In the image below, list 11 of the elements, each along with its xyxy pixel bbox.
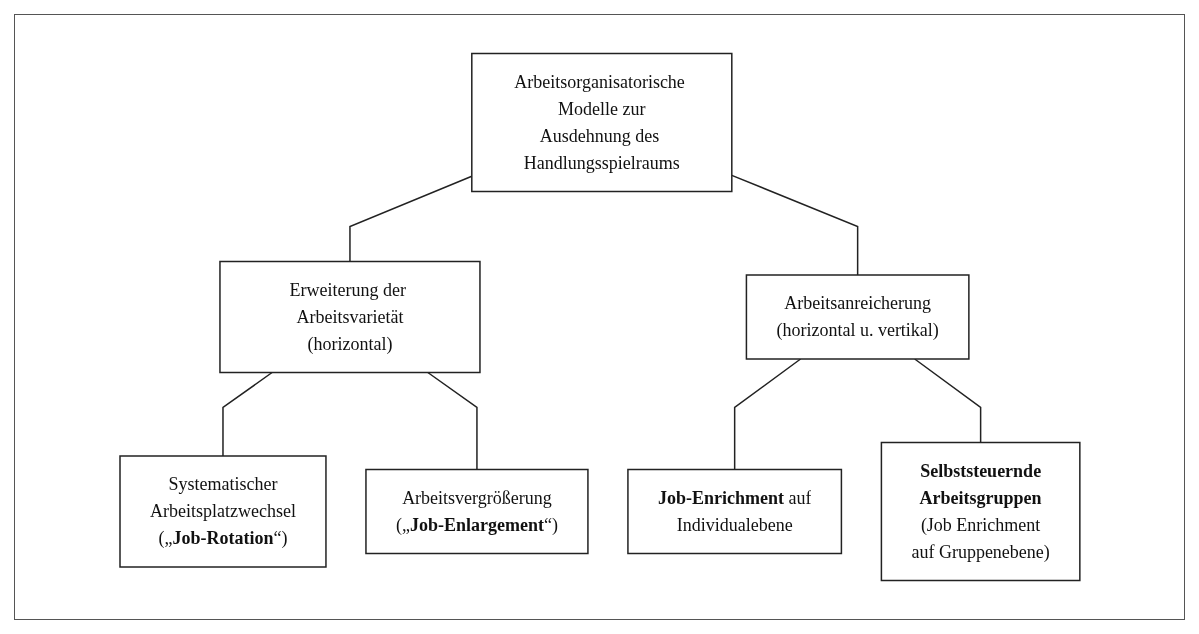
connector-line [221, 371, 273, 457]
text-box: Selbststeuernde Arbeitsgruppen (Job Enrichment auf Gruppenebene) [880, 441, 1081, 582]
text-box: Erweiterung der Arbeitsvarietät (horizontal) [218, 260, 481, 374]
connector-line [426, 371, 478, 471]
connector-line [913, 358, 981, 444]
text-box: Systematischer Arbeitsplatzwechsel („Job-Rotation“) [118, 455, 327, 568]
text-box: Arbeitsanreicherung (horizontal u. vertikal) [745, 274, 970, 360]
text-box: Arbeitsorganisatorische Modelle zur Ausdehnung des Handlungsspielraums [470, 52, 733, 193]
text-box: Job-Enrichment auf Individualebene [626, 468, 842, 555]
text-box: Arbeitsvergrößerung („Job-Enlargement“) [364, 468, 589, 555]
connector-line [733, 358, 801, 471]
